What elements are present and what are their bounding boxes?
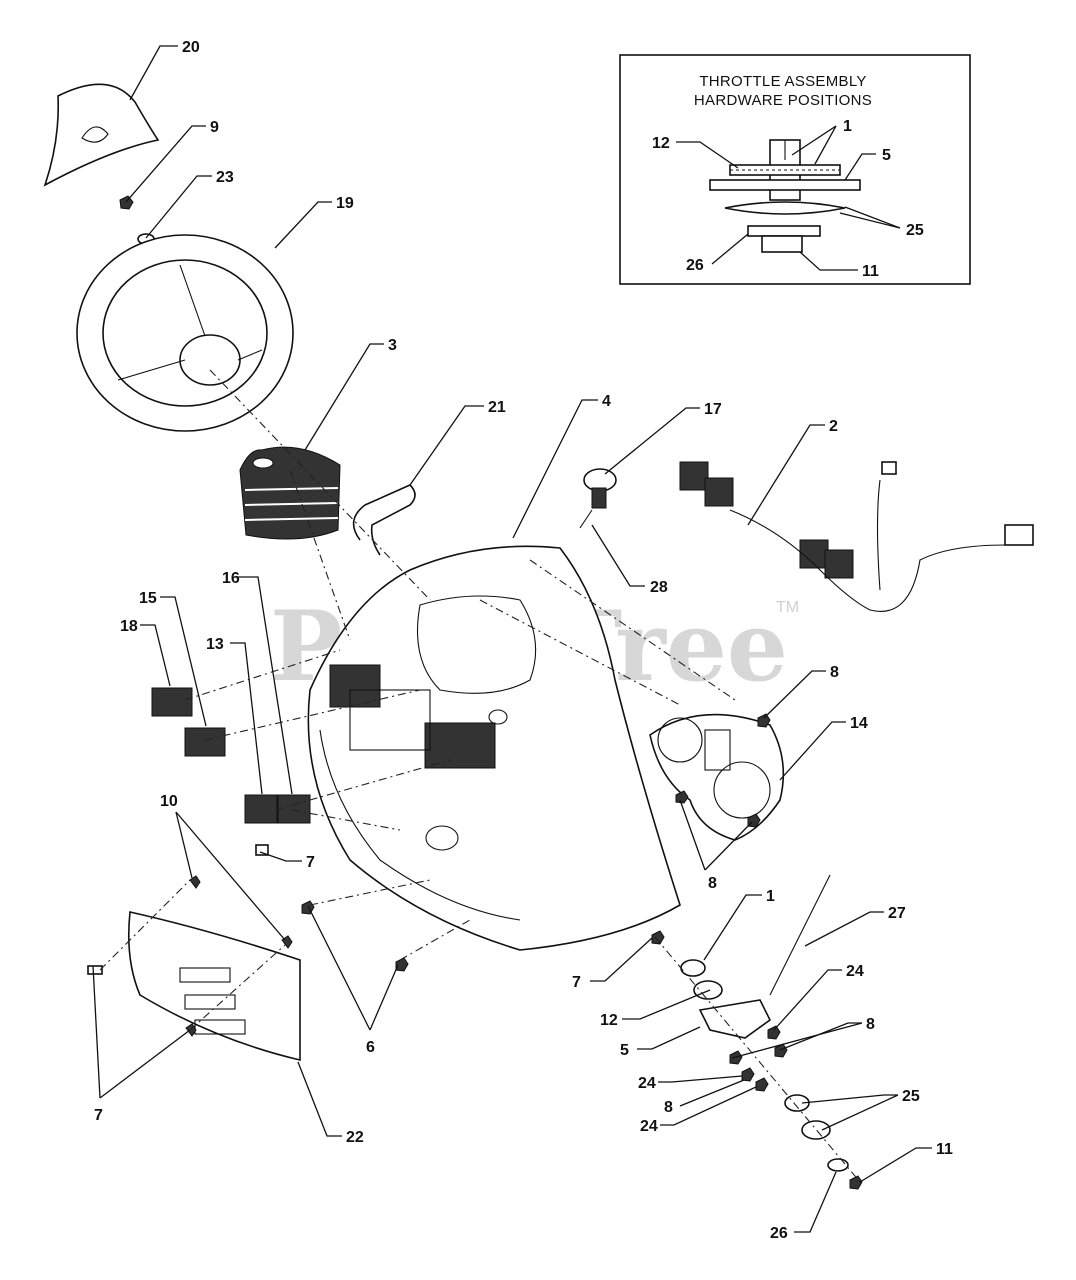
inset-callout-11: 11	[862, 263, 879, 280]
callout-2: 2	[829, 418, 838, 435]
part-3-steering-boot	[239, 446, 341, 540]
part-18-switch	[151, 687, 193, 717]
throttle-bracket-group	[651, 874, 863, 1190]
callout-3: 3	[388, 337, 397, 354]
inset-title-line1: THROTTLE ASSEMBLY	[699, 73, 866, 90]
part-7-pin	[255, 844, 269, 856]
inset-callout-1: 1	[843, 118, 852, 135]
part-7-screw-plate	[87, 965, 103, 975]
callout-7-bracket: 7	[572, 974, 581, 991]
callout-22: 22	[346, 1129, 364, 1146]
inset-nut-11	[761, 235, 803, 253]
inset-washer-26	[747, 225, 821, 237]
callout-7-plate: 7	[94, 1107, 103, 1124]
part-20-steering-cap	[43, 83, 160, 187]
callout-18: 18	[120, 618, 138, 635]
part-8-screw-b	[675, 790, 689, 804]
callout-17: 17	[704, 401, 722, 418]
callout-16: 16	[222, 570, 240, 587]
part-19-steering-wheel	[76, 234, 294, 432]
callout-13: 13	[206, 636, 224, 653]
part-2-wire-harness	[679, 461, 1034, 612]
inset-title-line2: HARDWARE POSITIONS	[694, 92, 872, 109]
callout-8-cluster-top: 8	[830, 664, 839, 681]
inset-callout-5: 5	[882, 147, 891, 164]
callout-19: 19	[336, 195, 354, 212]
inset-washer-25	[724, 201, 846, 215]
part-6-screw-a	[301, 900, 315, 915]
callout-21: 21	[488, 399, 506, 416]
part-10-clip-a	[189, 875, 201, 889]
callout-4: 4	[602, 393, 611, 410]
part-16-switch	[277, 794, 311, 824]
throttle-inset: THROTTLE ASSEMBLY HARDWARE POSITIONS 1 1…	[619, 54, 971, 285]
part-17-ignition-switch	[579, 468, 617, 529]
part-4-dash-panel	[307, 545, 681, 951]
callout-10: 10	[160, 793, 178, 810]
callout-14: 14	[850, 715, 868, 732]
callout-24-bottom: 24	[640, 1118, 658, 1135]
callout-9: 9	[210, 119, 219, 136]
callout-8-cluster-bottom: 8	[708, 875, 717, 892]
callout-25: 25	[902, 1088, 920, 1105]
part-13-switch	[244, 794, 278, 824]
callout-28: 28	[650, 579, 668, 596]
callout-24-top: 24	[846, 963, 864, 980]
inset-bracket-5	[709, 179, 861, 191]
callout-24-mid: 24	[638, 1075, 656, 1092]
callout-8-bracket: 8	[866, 1016, 875, 1033]
callout-12: 12	[600, 1012, 618, 1029]
callout-8-lower: 8	[664, 1099, 673, 1116]
callout-11: 11	[936, 1141, 953, 1158]
part-14-gauge-cluster	[649, 713, 785, 841]
callout-27: 27	[888, 905, 906, 922]
callout-23: 23	[216, 169, 234, 186]
callout-5: 5	[620, 1042, 629, 1059]
part-22-cover-plate	[127, 911, 301, 1062]
callout-1: 1	[766, 888, 775, 905]
callout-6: 6	[366, 1039, 375, 1056]
inset-callout-26: 26	[686, 257, 704, 274]
part-9-nut	[119, 195, 134, 210]
watermark-trademark: TM	[776, 599, 799, 616]
part-8-screw-a	[757, 713, 771, 728]
part-15-switch	[184, 727, 226, 757]
callout-7-pin: 7	[306, 854, 315, 871]
inset-callout-12: 12	[652, 135, 670, 152]
part-21-tube	[352, 484, 416, 556]
part-6-screw-b	[395, 957, 409, 972]
inset-callout-25: 25	[906, 222, 924, 239]
callout-15: 15	[139, 590, 157, 607]
callout-26: 26	[770, 1225, 788, 1242]
callout-20: 20	[182, 39, 200, 56]
